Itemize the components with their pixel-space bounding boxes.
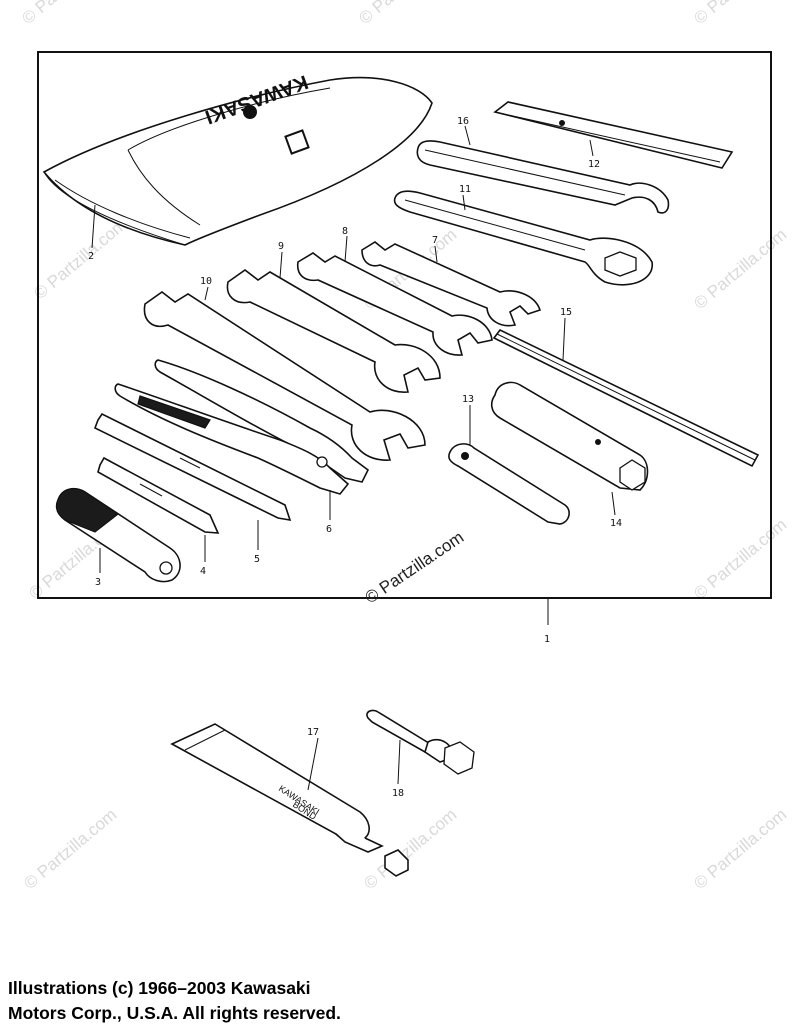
- plug-wrench: [490, 381, 649, 491]
- kawasaki-logo-icon: [284, 129, 310, 155]
- callout-6: 6: [326, 524, 332, 535]
- hook-spanner: [416, 140, 670, 214]
- pliers: [114, 359, 370, 495]
- callout-8: 8: [342, 226, 348, 237]
- callout-1: 1: [544, 634, 550, 645]
- watermark: © Partzilla.com: [690, 225, 790, 313]
- flat-bar: [493, 101, 734, 169]
- copyright-line-2: Motors Corp., U.S.A. All rights reserved…: [8, 1003, 341, 1023]
- screwdriver-shaft-5: [93, 412, 292, 522]
- drain-plug-rod: [366, 709, 475, 775]
- open-end-wrench-10: [143, 291, 426, 461]
- watermark: © Partzilla.com: [690, 805, 790, 893]
- center-watermark: © Partzilla.com: [362, 528, 468, 608]
- box-wrench: [393, 190, 653, 286]
- open-end-wrench-8: [296, 252, 493, 356]
- callout-3: 3: [95, 577, 101, 588]
- callout-5: 5: [254, 554, 260, 565]
- tool-pouch: KAWASAKI: [42, 70, 433, 246]
- watermark: © Partzilla.com: [690, 0, 790, 28]
- callout-2: 2: [88, 251, 94, 262]
- watermark: © Partzilla.com: [690, 515, 790, 603]
- callout-16: 16: [457, 116, 469, 127]
- copyright-notice: Illustrations (c) 1966–2003 Kawasaki Mot…: [8, 976, 341, 1026]
- callout-12: 12: [588, 159, 600, 170]
- callout-13: 13: [462, 394, 474, 405]
- bond-tube: KAWASAKI BOND: [170, 723, 409, 877]
- callout-14: 14: [610, 518, 622, 529]
- watermark: © Partzilla.com: [355, 0, 455, 28]
- tommy-bar: [492, 328, 760, 468]
- watermark: © Partzilla.com: [18, 0, 118, 28]
- watermark: © Partzilla.com: [30, 215, 130, 303]
- open-end-wrench-9: [226, 269, 441, 393]
- watermark: © Partzilla.com: [20, 805, 120, 893]
- callout-9: 9: [278, 241, 284, 252]
- open-end-wrench-7: [361, 241, 542, 327]
- snap-button-icon: [243, 105, 257, 119]
- callout-11: 11: [459, 184, 471, 195]
- tool-kit-frame: [37, 51, 772, 599]
- callout-17: 17: [307, 727, 319, 738]
- callout-10: 10: [200, 276, 212, 287]
- socket-extension: [448, 443, 570, 525]
- screwdriver-handle: [55, 487, 181, 583]
- copyright-line-1: Illustrations (c) 1966–2003 Kawasaki: [8, 978, 311, 998]
- callout-18: 18: [392, 788, 404, 799]
- callout-4: 4: [200, 566, 206, 577]
- callout-15: 15: [560, 307, 572, 318]
- screwdriver-shaft-4: [97, 456, 220, 534]
- callout-7: 7: [432, 235, 438, 246]
